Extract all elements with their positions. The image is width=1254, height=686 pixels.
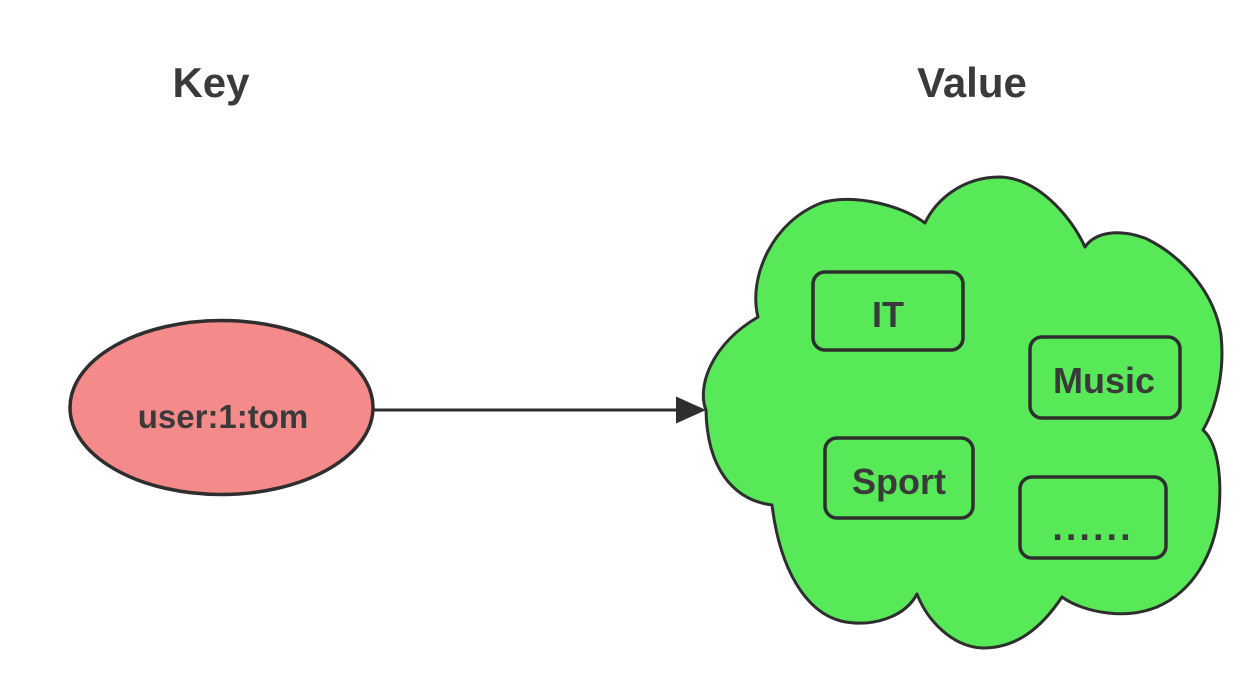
- value-item-music: Music: [1028, 335, 1182, 420]
- value-item-sport-box: [823, 436, 975, 520]
- value-column-title: Value: [917, 59, 1027, 106]
- value-item-more-box: [1018, 475, 1168, 560]
- key-to-value-arrow: [374, 396, 706, 424]
- value-item-sport: Sport: [823, 436, 975, 520]
- value-item-it-label: IT: [872, 294, 904, 335]
- arrow-head: [676, 396, 706, 424]
- value-item-sport-label: Sport: [852, 461, 946, 502]
- key-node-ellipse: [68, 318, 375, 497]
- value-item-music-box: [1028, 335, 1182, 420]
- key-column-title: Key: [172, 59, 250, 106]
- key-node-label: user:1:tom: [138, 398, 309, 435]
- value-item-more: ......: [1018, 475, 1168, 560]
- value-item-it-box: [811, 270, 965, 352]
- value-item-more-label: ......: [1052, 507, 1133, 549]
- value-item-music-label: Music: [1053, 360, 1155, 401]
- value-item-it: IT: [811, 270, 965, 352]
